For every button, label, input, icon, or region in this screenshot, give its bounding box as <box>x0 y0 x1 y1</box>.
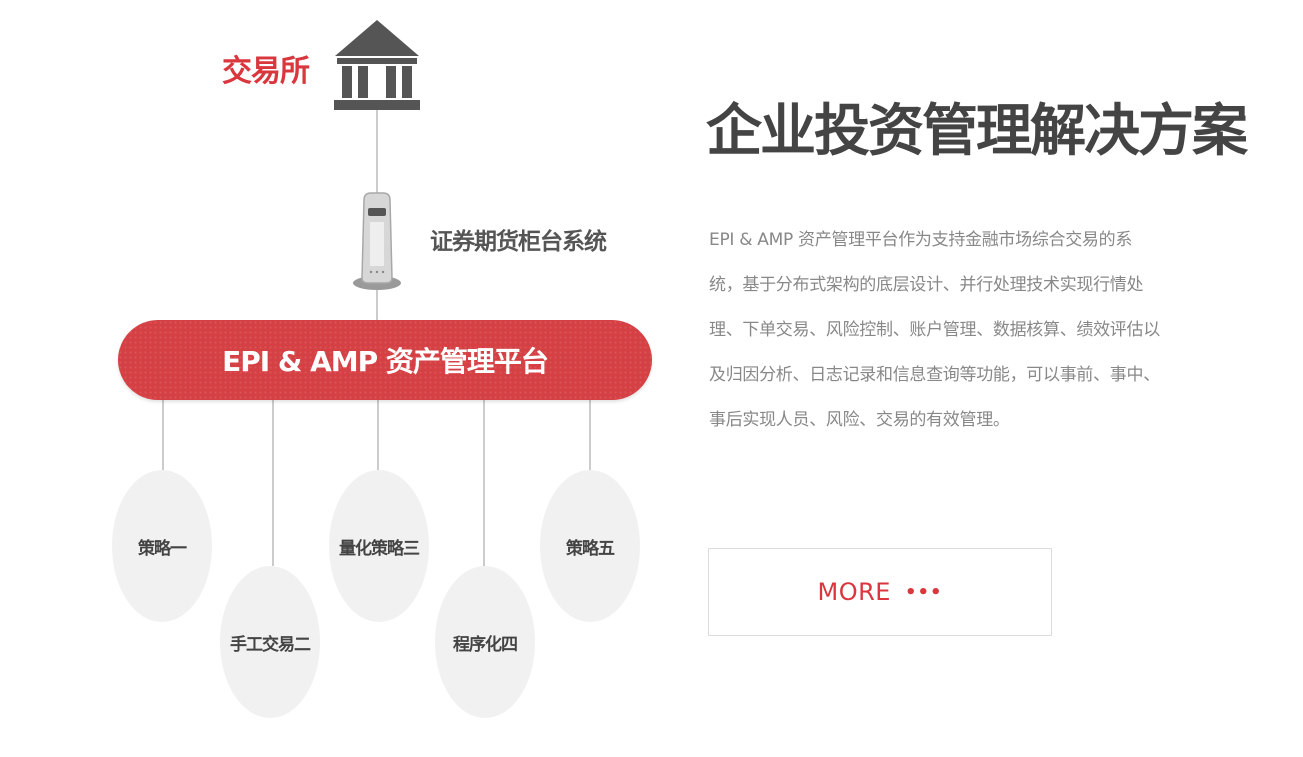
exchange-label: 交易所 <box>222 54 310 89</box>
strategy-circle-1: 策略一 <box>112 470 212 622</box>
strategy-label: 策略五 <box>566 538 615 559</box>
strategy-label: 手工交易二 <box>230 634 311 655</box>
strategy-circle-3: 量化策略三 <box>329 470 429 622</box>
server-tower-icon <box>353 192 401 290</box>
strategy-circle-2: 手工交易二 <box>220 566 320 718</box>
counter-system-label: 证券期货柜台系统 <box>430 229 607 255</box>
strategy-circle-5: 策略五 <box>540 470 640 622</box>
more-button[interactable]: MORE ••• <box>708 548 1052 636</box>
bank-building-icon <box>334 20 420 110</box>
page-title: 企业投资管理解决方案 <box>706 99 1248 164</box>
platform-bar: EPI & AMP 资产管理平台 <box>118 320 652 400</box>
ellipsis-icon: ••• <box>904 581 943 603</box>
strategy-label: 量化策略三 <box>339 538 420 559</box>
strategy-label: 策略一 <box>138 538 187 559</box>
strategy-label: 程序化四 <box>453 634 518 655</box>
strategy-circle-4: 程序化四 <box>435 566 535 718</box>
more-button-label: MORE <box>817 578 891 606</box>
description-text: EPI & AMP 资产管理平台作为支持金融市场综合交易的系统，基于分布式架构的… <box>709 230 1160 430</box>
platform-label: EPI & AMP 资产管理平台 <box>222 345 549 378</box>
